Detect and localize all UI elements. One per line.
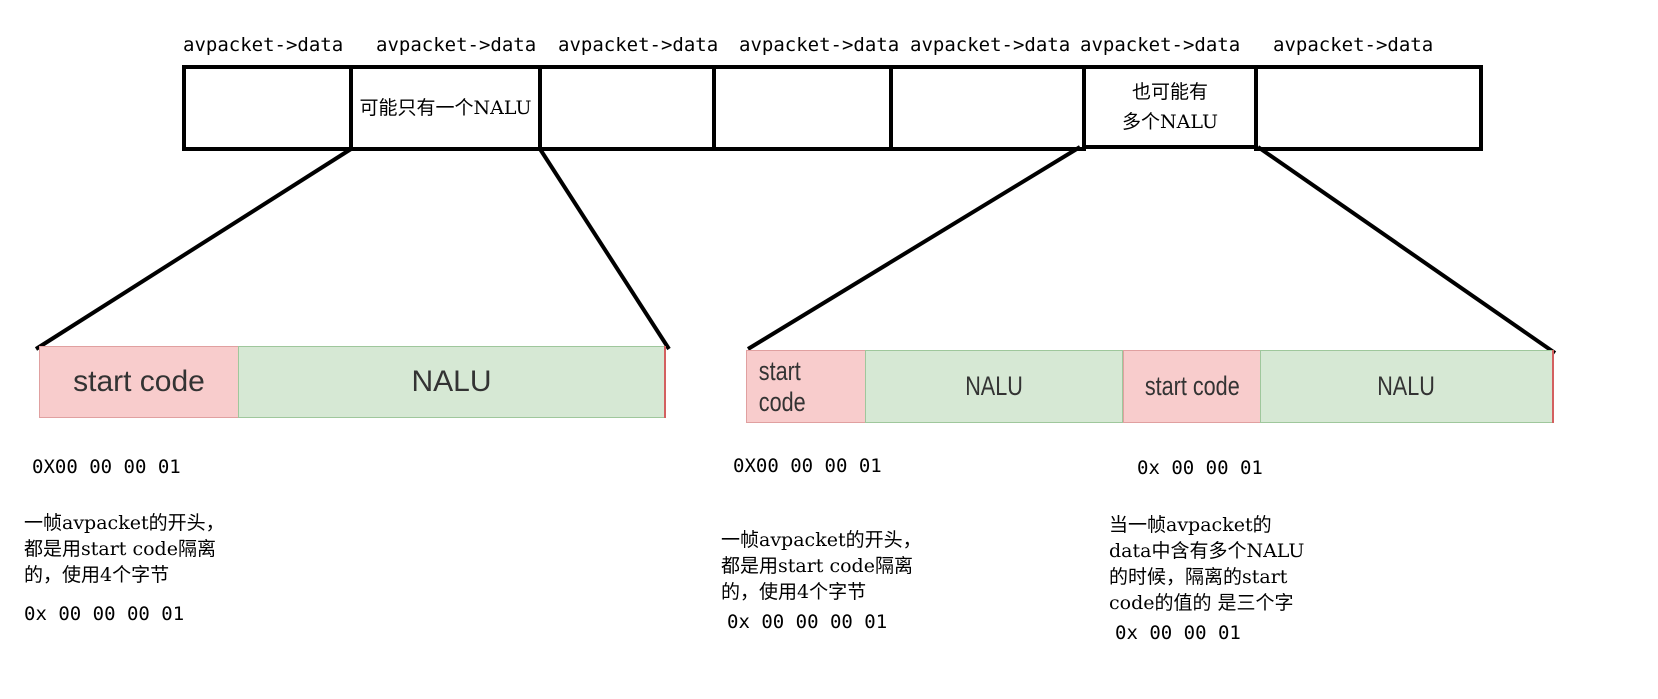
packet-cell-7: [1254, 65, 1483, 151]
left-hex-value-2: 0x 00 00 00 01: [24, 603, 185, 625]
packet-label-6: avpacket->data: [1080, 34, 1241, 56]
right-hex-value-b2: 0x 00 00 01: [1115, 622, 1241, 644]
right-nalu-segment-1: NALU: [865, 350, 1123, 423]
connector-right-2: [1256, 145, 1557, 355]
left-bar-end: [664, 346, 666, 418]
left-hex-value: 0X00 00 00 01: [32, 456, 181, 478]
right-nalu-segment-2: NALU: [1260, 350, 1553, 423]
packet-label-5: avpacket->data: [910, 34, 1071, 56]
packet-cell-2-text: 可能只有一个NALU: [359, 97, 532, 119]
packet-label-4: avpacket->data: [739, 34, 900, 56]
right-bar-end: [1552, 350, 1554, 423]
right-start-code-segment-2: start code: [1123, 350, 1261, 423]
right-hex-value-b: 0x 00 00 01: [1137, 457, 1263, 479]
right-hex-value-a: 0X00 00 00 01: [733, 455, 882, 477]
connector-right-1: [746, 145, 1082, 351]
packet-cell-6: 也可能有 多个NALU: [1082, 65, 1258, 149]
right-hex-value-a2: 0x 00 00 00 01: [727, 611, 888, 633]
right-note-a: 一帧avpacket的开头， 都是用start code隔离 的，使用4个字节: [721, 529, 922, 603]
right-start-code-segment-1: start code: [746, 350, 866, 423]
packet-label-3: avpacket->data: [558, 34, 719, 56]
packet-cell-6-text: 也可能有 多个NALU: [1122, 81, 1218, 133]
left-note: 一帧avpacket的开头， 都是用start code隔离 的，使用4个字节: [24, 512, 225, 586]
left-nalu-segment: NALU: [238, 346, 665, 418]
right-note-b: 当一帧avpacket的 data中含有多个NALU 的时候，隔离的start …: [1109, 514, 1305, 614]
left-start-code-segment: start code: [39, 346, 239, 418]
packet-label-7: avpacket->data: [1273, 34, 1434, 56]
connector-left-2: [538, 147, 671, 351]
connector-left-1: [34, 147, 353, 351]
packet-label-2: avpacket->data: [376, 34, 537, 56]
packet-label-1: avpacket->data: [183, 34, 344, 56]
